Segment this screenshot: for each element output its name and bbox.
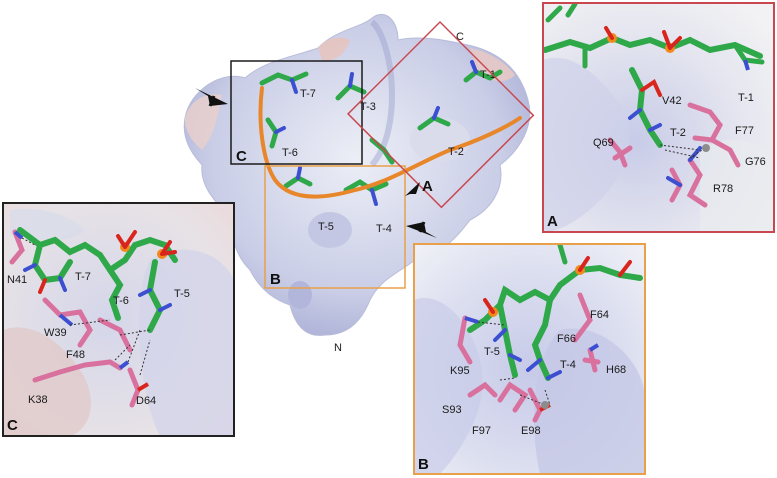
panel-c: N41 T-7 T-6 T-5 W39 F48 K38 D64 C	[2, 202, 235, 437]
zoom-box-a	[347, 20, 535, 209]
label-t7: T-7	[300, 88, 316, 100]
panel-c-label-t5: T-5	[174, 288, 190, 300]
label-t1: T-1	[480, 69, 496, 81]
nucleotide-t1	[463, 60, 503, 83]
panel-b-label-t5: T-5	[484, 346, 500, 358]
panel-b-label-f97: F97	[472, 425, 491, 437]
nucleotide-t5	[283, 166, 313, 189]
panel-c-label-w39: W39	[44, 327, 67, 339]
surface-lobe	[410, 118, 470, 162]
surface-red-patch-left	[184, 94, 222, 150]
panel-c-label-n41: N41	[7, 274, 27, 286]
label-t3: T-3	[360, 101, 376, 113]
surface-lobe	[288, 281, 312, 309]
panel-a: V42 T-1 T-2 Q69 F77 G76 R78 A	[542, 2, 775, 233]
panel-c-label-t6: T-6	[113, 295, 129, 307]
arrow-lower-right	[406, 221, 437, 238]
panel-a-label-f77: F77	[735, 125, 754, 137]
panel-c-label-t7: T-7	[75, 271, 91, 283]
panel-b-label-f66: F66	[557, 333, 576, 345]
nucleotide-t7	[259, 71, 309, 94]
surface-lobe	[308, 212, 352, 248]
label-t5: T-5	[318, 221, 334, 233]
panel-c-letter: C	[7, 417, 18, 434]
panel-c-label-f48: F48	[66, 349, 85, 361]
label-t6: T-6	[282, 147, 298, 159]
panel-a-label-q69: Q69	[593, 137, 614, 149]
main-protein-surface	[183, 13, 531, 336]
label-t2: T-2	[448, 146, 464, 158]
arrow-right-small	[405, 182, 420, 196]
panel-a-label-g76: G76	[745, 156, 766, 168]
dna-backbone	[258, 86, 522, 199]
panel-a-label-t1: T-1	[738, 92, 754, 104]
panel-b-label-t4: T-4	[560, 359, 576, 371]
arrow-upper-left	[195, 88, 228, 107]
panel-c-label-k38: K38	[28, 394, 48, 406]
nucleotide-t2	[417, 106, 451, 131]
panel-b: F64 F66 T-5 K95 T-4 H68 S93 F97 E98 B	[413, 243, 646, 475]
label-c-terminus: C	[456, 31, 464, 43]
panel-a-label-v42: V42	[662, 95, 682, 107]
panel-b-label-h68: H68	[606, 364, 626, 376]
panel-b-label-f64: F64	[590, 309, 609, 321]
panel-b-label-e98: E98	[521, 425, 541, 437]
zoom-box-b-letter: B	[270, 271, 281, 288]
panel-b-letter: B	[418, 456, 429, 473]
panel-b-label-s93: S93	[442, 404, 462, 416]
panel-b-label-k95: K95	[450, 365, 470, 377]
nucleotide-t6	[265, 117, 286, 149]
main-nucleotides	[259, 60, 503, 206]
label-t4: T-4	[376, 223, 392, 235]
surface-body	[183, 13, 531, 336]
zoom-box-c-letter: C	[236, 148, 247, 165]
label-n-terminus: N	[334, 342, 342, 354]
panel-a-letter: A	[547, 213, 558, 230]
surface-red-patch-top	[318, 37, 350, 61]
panel-a-label-t2: T-2	[670, 127, 686, 139]
panel-c-label-d64: D64	[136, 395, 156, 407]
zoom-box-b	[264, 165, 406, 289]
zoom-box-c	[230, 60, 363, 165]
panel-a-label-r78: R78	[713, 183, 733, 195]
zoom-box-a-letter: A	[422, 178, 433, 195]
